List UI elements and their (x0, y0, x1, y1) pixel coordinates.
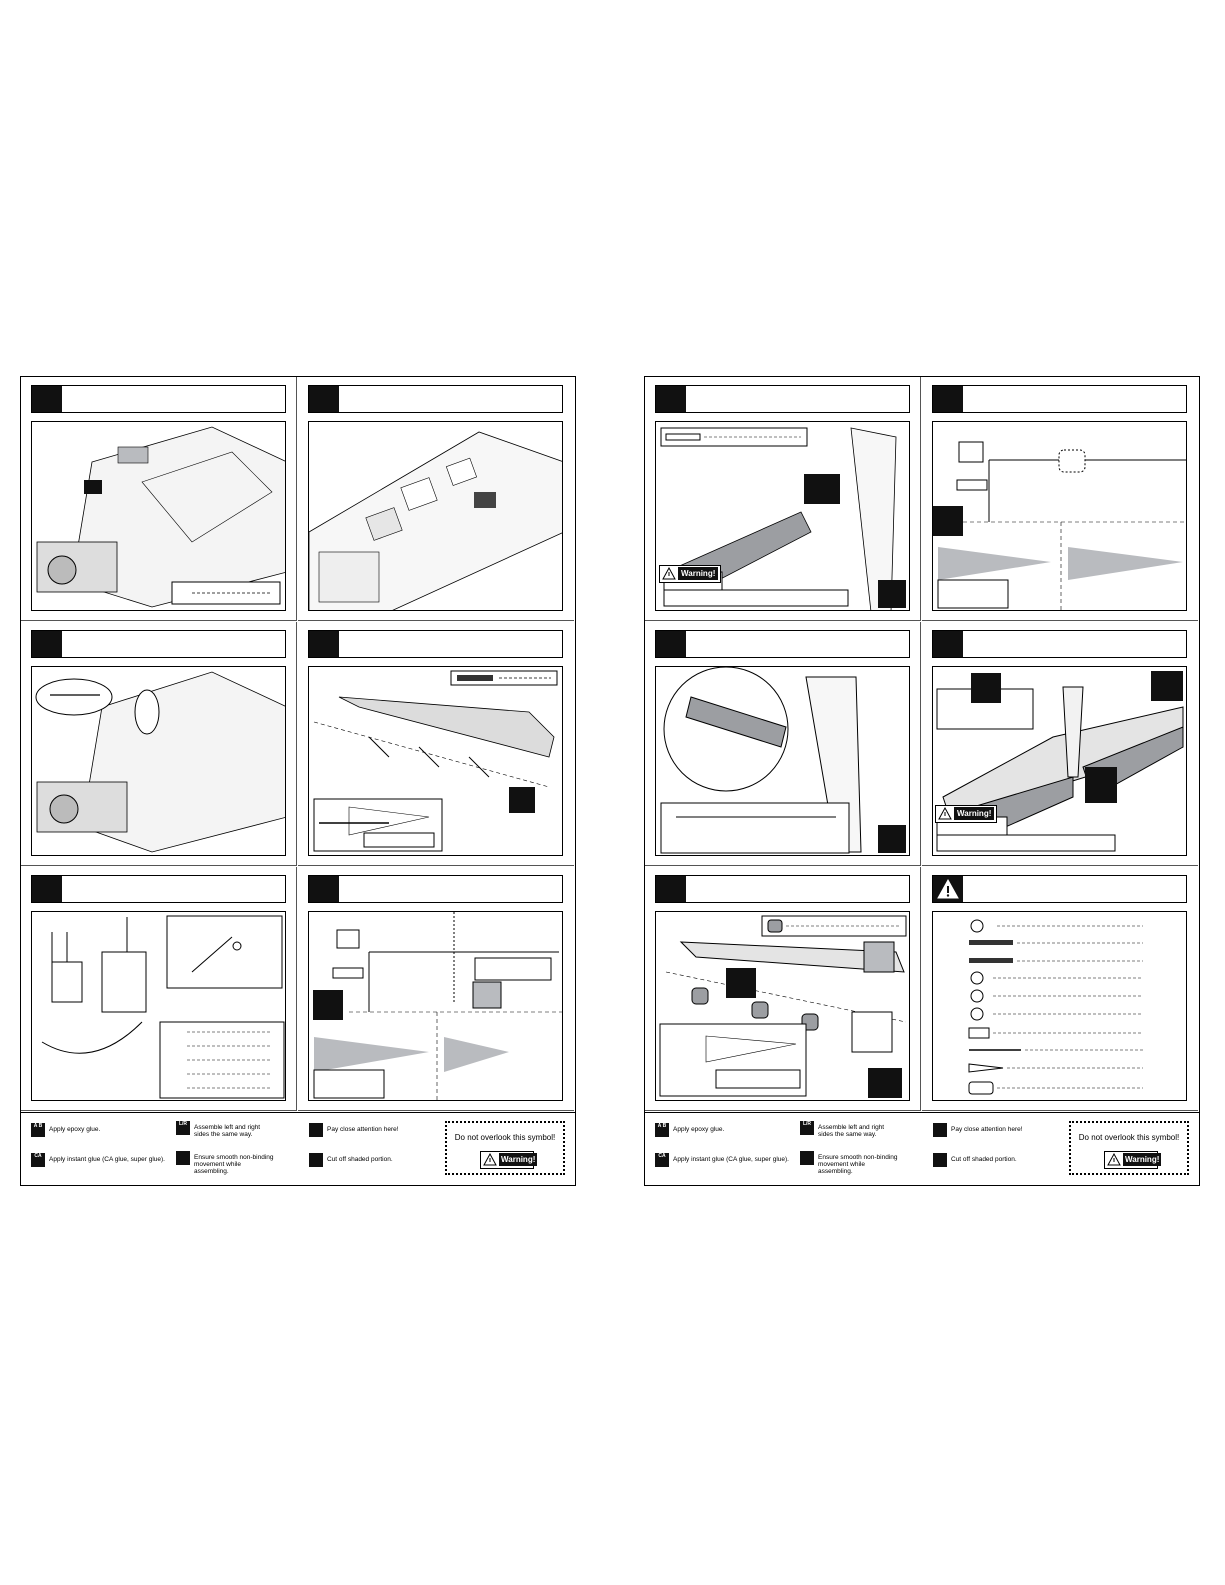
step-number-block (32, 386, 62, 412)
step-number-block (309, 631, 339, 657)
tail-glue-illustration (932, 666, 1187, 856)
warning-triangle-icon (1107, 1153, 1121, 1166)
step-number-block (656, 631, 686, 657)
warning-triangle-icon (662, 567, 676, 580)
step-warning-badge: Warning! (659, 565, 721, 583)
step-header (31, 630, 286, 658)
left-right-icon: L/R (800, 1121, 814, 1135)
epoxy-glue-icon: A B (655, 1123, 669, 1137)
stab-hinge-illustration (655, 911, 910, 1101)
step-number-block (309, 386, 339, 412)
right-page: A B Apply epoxy glue. L/R Assemble left … (644, 376, 1200, 1186)
step-servo-arm (21, 867, 297, 1111)
warning-triangle-icon (938, 807, 952, 820)
step-number-block (933, 876, 963, 902)
step-number-block (656, 876, 686, 902)
left-right-icon: L/R (176, 1121, 190, 1135)
step-number-block (933, 631, 963, 657)
step-stabilizer-glue (922, 622, 1198, 866)
step-header (31, 875, 286, 903)
step-number-block (32, 876, 62, 902)
step-header (655, 385, 910, 413)
hardware-list-illustration (932, 911, 1187, 1101)
step-header (308, 385, 563, 413)
step-hardware-list (922, 867, 1198, 1111)
step-number-block (309, 876, 339, 902)
stab-alignment-illustration (932, 421, 1187, 611)
step-header (932, 385, 1187, 413)
fin-illustration (655, 666, 910, 856)
step-control-alignment (298, 867, 574, 1111)
step-number-block (656, 386, 686, 412)
landing-gear-illustration (31, 666, 286, 856)
left-page: A B Apply epoxy glue. L/R Assemble left … (20, 376, 576, 1186)
step-stabilizer (645, 377, 921, 621)
warning-triangle-icon (483, 1153, 497, 1166)
warning-badge: Warning! (480, 1151, 538, 1169)
step-warning-badge: Warning! (935, 805, 997, 823)
scissors-icon (309, 1153, 323, 1167)
symbol-legend-right: A B Apply epoxy glue. L/R Assemble left … (645, 1112, 1199, 1185)
servo-tray-illustration (308, 421, 563, 611)
step-header (932, 630, 1187, 658)
step-header (655, 875, 910, 903)
step-number-block (32, 631, 62, 657)
step-number-block (933, 386, 963, 412)
symbol-legend-left: A B Apply epoxy glue. L/R Assemble left … (21, 1112, 575, 1185)
notice-box: Do not overlook this symbol! Warning! (1069, 1121, 1189, 1175)
step-engine-mount (21, 377, 297, 621)
right-steps-grid (645, 377, 1199, 1112)
arrow-icon (176, 1151, 190, 1165)
wing-hinge-illustration (308, 666, 563, 856)
left-steps-grid (21, 377, 575, 1112)
epoxy-glue-icon: A B (31, 1123, 45, 1137)
step-stabilizer-alignment (922, 377, 1198, 621)
scissors-icon (933, 1153, 947, 1167)
servo-hardware-illustration (31, 911, 286, 1101)
step-header (932, 875, 1187, 903)
instant-glue-icon: CA (31, 1153, 45, 1167)
alignment-illustration (308, 911, 563, 1101)
step-header (31, 385, 286, 413)
instant-glue-icon: CA (655, 1153, 669, 1167)
step-header (655, 630, 910, 658)
step-header (308, 630, 563, 658)
step-stab-hinges (645, 867, 921, 1111)
warning-badge: Warning! (1104, 1151, 1162, 1169)
arrow-icon (800, 1151, 814, 1165)
pointing-hand-icon (933, 1123, 947, 1137)
step-header (308, 875, 563, 903)
step-servo-install (298, 377, 574, 621)
warning-triangle-icon (937, 878, 959, 899)
engine-mount-illustration (31, 421, 286, 611)
step-wing-hinges (298, 622, 574, 866)
notice-box: Do not overlook this symbol! Warning! (445, 1121, 565, 1175)
step-fin-alignment (645, 622, 921, 866)
pointing-hand-icon (309, 1123, 323, 1137)
step-landing-gear (21, 622, 297, 866)
